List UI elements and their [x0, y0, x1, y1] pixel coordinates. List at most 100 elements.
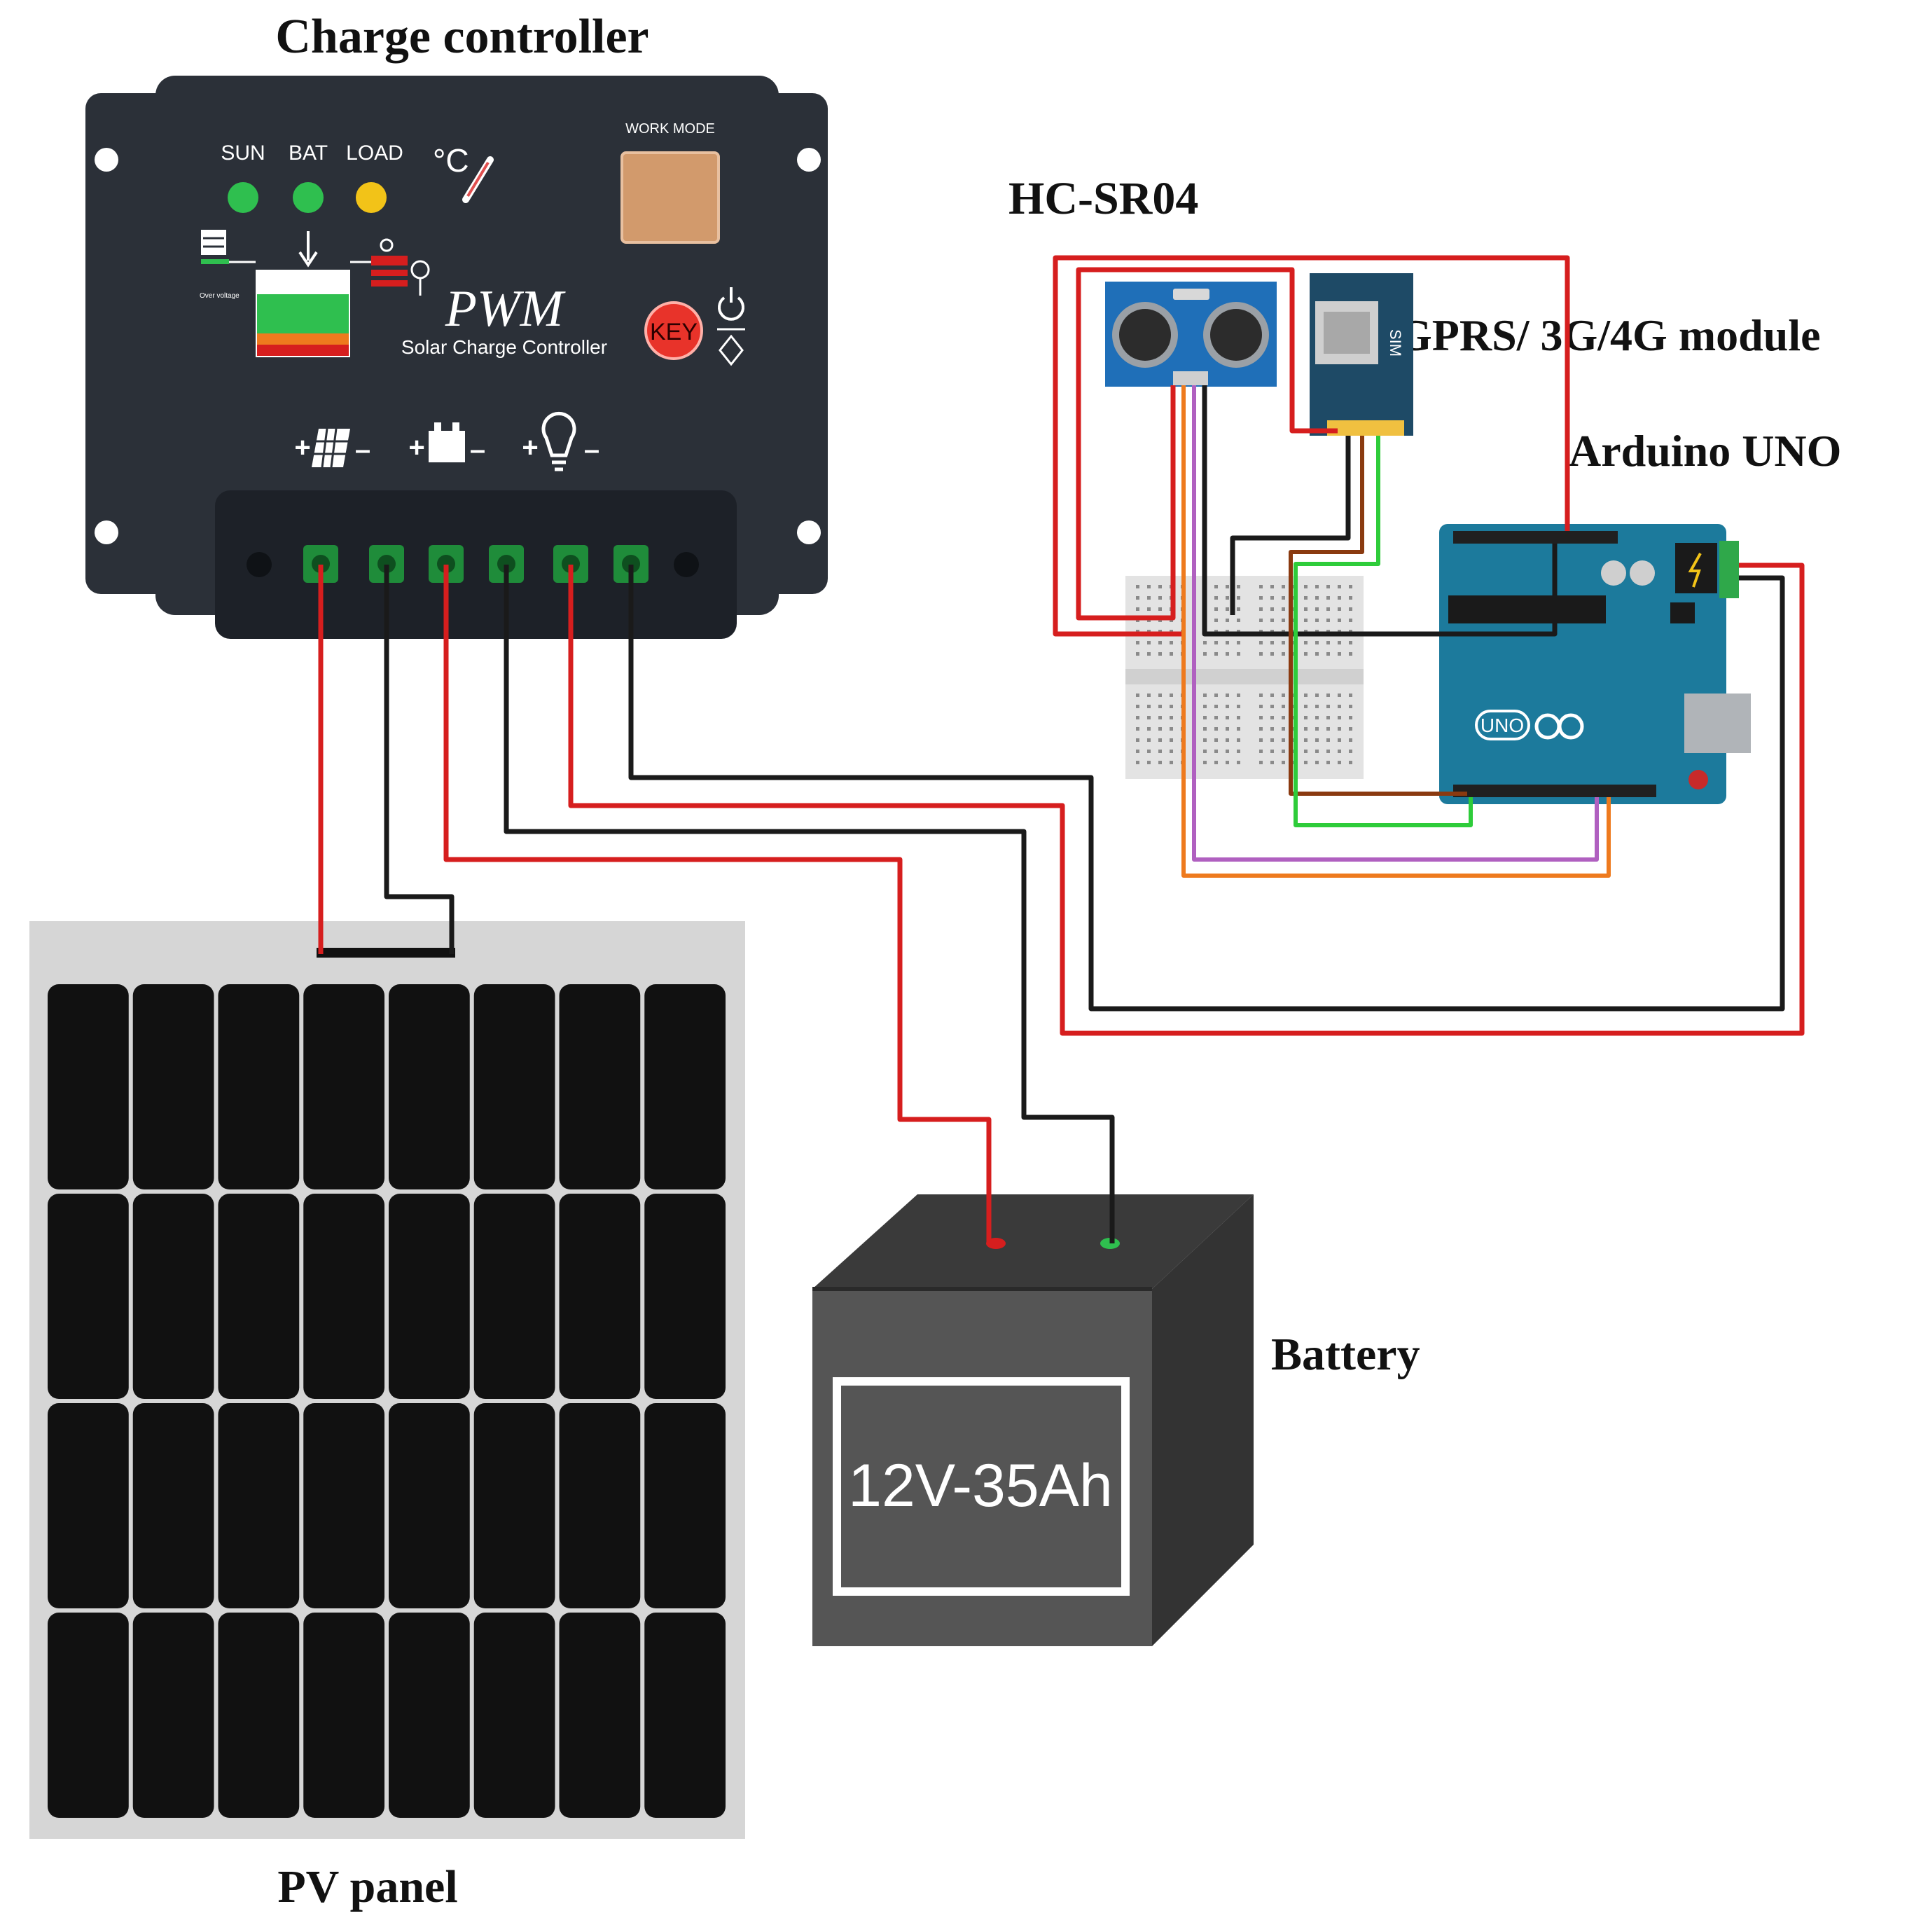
breadboard-hole	[1170, 761, 1173, 764]
breadboard-hole	[1158, 727, 1162, 731]
breadboard-hole	[1338, 694, 1341, 697]
breadboard-hole	[1304, 716, 1308, 719]
terminal-load-positive[interactable]	[553, 545, 588, 583]
breadboard-hole	[1226, 641, 1229, 644]
breadboard-hole	[1158, 705, 1162, 708]
breadboard-hole	[1259, 750, 1263, 753]
breadboard-hole	[1304, 727, 1308, 731]
pv-cell	[559, 1403, 641, 1608]
breadboard-hole	[1237, 738, 1240, 742]
breadboard-hole	[1158, 596, 1162, 600]
wiring	[318, 255, 1805, 1243]
breadboard-hole	[1259, 705, 1263, 708]
terminal-hole	[247, 552, 272, 577]
breadboard-hole	[1304, 750, 1308, 753]
breadboard-hole	[1282, 596, 1285, 600]
svg-text:+: +	[408, 432, 424, 463]
breadboard-hole	[1158, 750, 1162, 753]
breadboard-hole	[1349, 716, 1352, 719]
pv-cell	[218, 1403, 300, 1608]
breadboard-hole	[1203, 727, 1207, 731]
breadboard-hole	[1349, 585, 1352, 588]
terminal-block	[215, 490, 737, 639]
breadboard-hole	[1158, 607, 1162, 611]
breadboard-hole	[1147, 694, 1151, 697]
breadboard-hole	[1237, 585, 1240, 588]
pv-cell	[218, 984, 300, 1189]
breadboard-hole	[1282, 761, 1285, 764]
breadboard-hole	[1214, 652, 1218, 656]
terminal-pv-positive[interactable]	[303, 545, 338, 583]
capacitor	[1630, 560, 1655, 586]
breadboard-hole	[1147, 705, 1151, 708]
temperature-label: °C	[433, 142, 469, 179]
breadboard-hole	[1136, 641, 1139, 644]
breadboard-hole	[1338, 705, 1341, 708]
breadboard-hole	[1349, 738, 1352, 742]
breadboard-hole	[1237, 607, 1240, 611]
mount-hole	[95, 148, 118, 172]
breadboard-hole	[1237, 652, 1240, 656]
pv-cell	[389, 1613, 470, 1818]
pv-cell-grid	[48, 984, 726, 1818]
pv-cell	[303, 1613, 384, 1818]
breadboard-hole	[1158, 585, 1162, 588]
usb-port[interactable]	[1684, 694, 1751, 753]
breadboard-hole	[1203, 738, 1207, 742]
breadboard-hole	[1214, 596, 1218, 600]
breadboard-hole	[1338, 619, 1341, 622]
key-button[interactable]	[644, 301, 703, 360]
gprs-module: SIM	[1310, 273, 1413, 436]
mini-solar-icon	[201, 230, 229, 264]
breadboard-hole	[1270, 596, 1274, 600]
breadboard-hole	[1315, 716, 1319, 719]
breadboard-hole	[1259, 641, 1263, 644]
wire-hc-trig	[1181, 385, 1611, 878]
mounting-ear-left	[85, 93, 176, 594]
breadboard-hole	[1136, 716, 1139, 719]
breadboard-hole	[1270, 750, 1274, 753]
hc-sr04-label: HC-SR04	[1008, 173, 1198, 224]
breadboard-hole	[1315, 750, 1319, 753]
terminal-battery-negative[interactable]	[489, 545, 524, 583]
breadboard-hole	[1282, 694, 1285, 697]
work-mode-button[interactable]	[620, 151, 720, 244]
pv-cell	[48, 1613, 129, 1818]
breadboard-hole	[1349, 652, 1352, 656]
breadboard-hole	[1226, 619, 1229, 622]
pv-cell	[559, 1613, 641, 1818]
breadboard-hole	[1136, 596, 1139, 600]
breadboard-hole	[1282, 585, 1285, 588]
breadboard-hole	[1237, 716, 1240, 719]
pv-cell	[132, 1613, 214, 1818]
terminal-load-negative[interactable]	[613, 545, 649, 583]
breadboard-hole	[1270, 716, 1274, 719]
breadboard-hole	[1326, 607, 1330, 611]
pv-cell	[303, 1194, 384, 1399]
breadboard-hole	[1237, 619, 1240, 622]
breadboard-hole	[1338, 596, 1341, 600]
breadboard-hole	[1304, 652, 1308, 656]
breadboard-hole	[1326, 727, 1330, 731]
pv-cell	[644, 984, 726, 1189]
terminal-hole	[674, 552, 699, 577]
wire-5v-sensor	[1076, 267, 1338, 621]
battery: 12V-35Ah	[812, 1194, 1254, 1646]
reset-button[interactable]	[1688, 770, 1708, 789]
breadboard-hole	[1349, 619, 1352, 622]
pv-cell	[559, 984, 641, 1189]
power-jack	[1675, 543, 1717, 593]
arduino-board-label: UNO	[1480, 715, 1524, 736]
breadboard-hole	[1136, 750, 1139, 753]
breadboard-hole	[1237, 705, 1240, 708]
breadboard-hole	[1326, 585, 1330, 588]
breadboard-hole	[1282, 750, 1285, 753]
terminal-pv-negative[interactable]	[369, 545, 404, 583]
terminal-battery-positive[interactable]	[429, 545, 464, 583]
arduino-pcb	[1439, 524, 1726, 804]
wire-load-negative	[628, 565, 1785, 1012]
gprs-module-label: GPRS/ 3G/4G module	[1397, 310, 1821, 360]
breadboard-hole	[1326, 716, 1330, 719]
breadboard-hole	[1270, 738, 1274, 742]
breadboard-hole	[1203, 761, 1207, 764]
